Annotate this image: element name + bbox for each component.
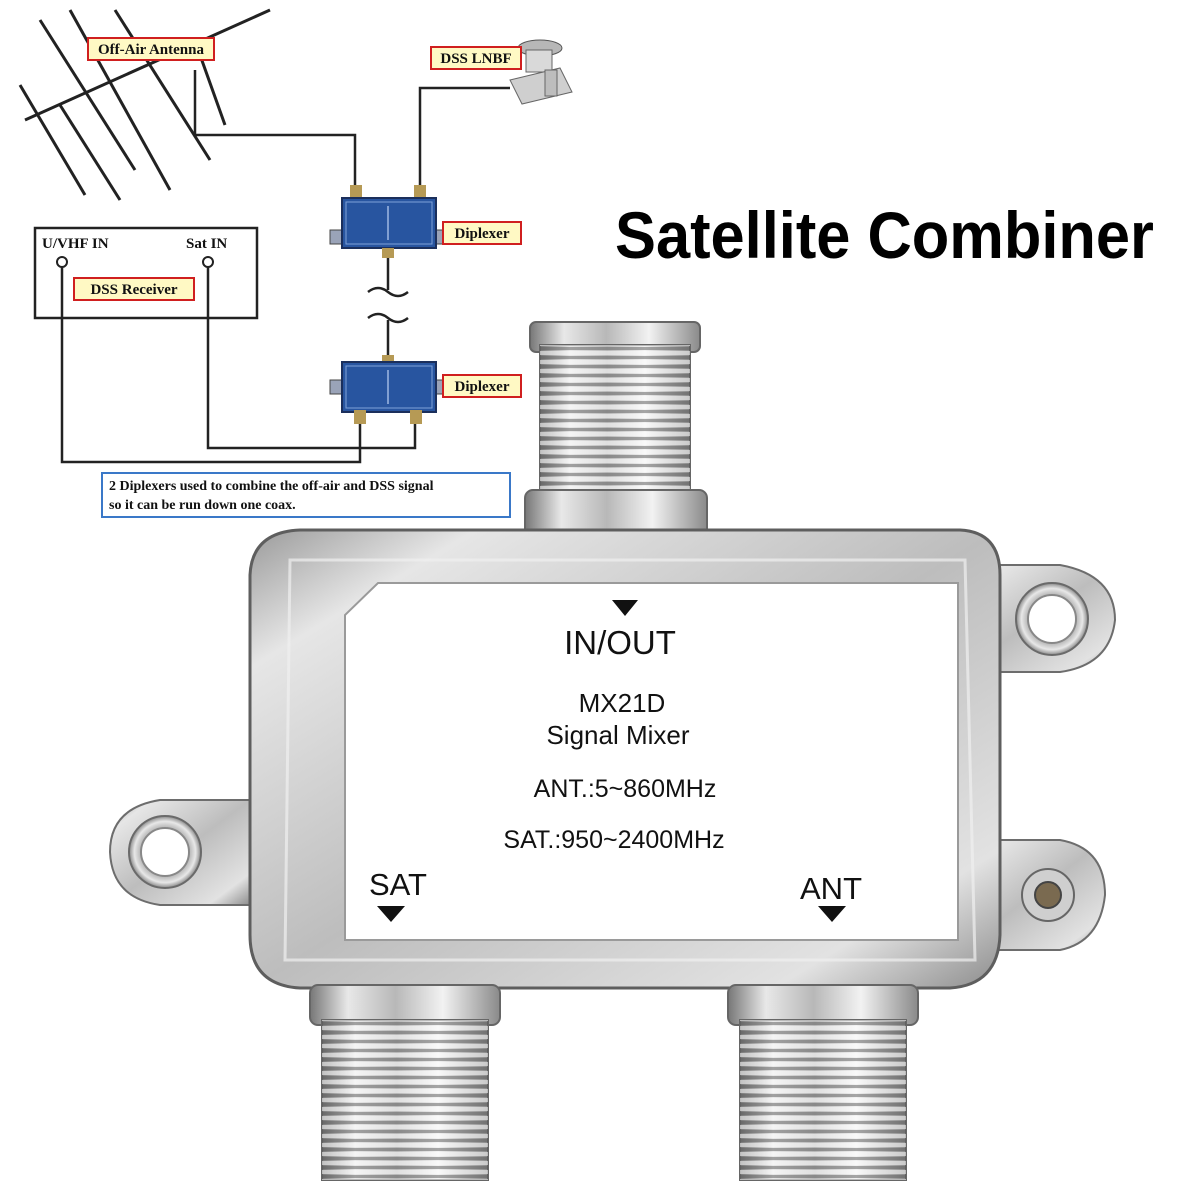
ant-frequency-spec: ANT.:5~860MHz (534, 775, 717, 803)
dss-receiver-label: DSS Receiver (73, 277, 195, 301)
dss-receiver-box (33, 226, 259, 320)
diplexer-bottom-text: Diplexer (455, 379, 510, 395)
sat-arrow-icon (377, 906, 405, 922)
dss-receiver-text: DSS Receiver (90, 282, 177, 298)
lnbf-icon (509, 39, 573, 105)
diplexer-top-icon (329, 185, 448, 258)
product-name: Signal Mixer (546, 720, 689, 750)
antenna-drawing (18, 8, 271, 201)
model-number: MX21D (579, 688, 666, 718)
ant-port (727, 984, 919, 1181)
in-out-port (524, 321, 708, 541)
diplexer-top-text: Diplexer (455, 226, 510, 242)
dss-lnbf-text: DSS LNBF (440, 51, 511, 67)
off-air-antenna-text: Off-Air Antenna (98, 42, 204, 58)
note-line-1: 2 Diplexers used to combine the off-air … (109, 479, 434, 494)
sat-in-text: Sat IN (186, 236, 227, 252)
ant-arrow-icon (818, 906, 846, 922)
off-air-antenna-label: Off-Air Antenna (87, 37, 215, 61)
coax-wires (60, 70, 510, 464)
diagram-note: 2 Diplexers used to combine the off-air … (101, 472, 511, 518)
note-line-2: so it can be run down one coax. (109, 498, 296, 513)
diplexer-top-label: Diplexer (442, 221, 522, 245)
in-out-arrow-icon (612, 600, 638, 616)
page-title: Satellite Combiner (615, 198, 1154, 272)
dss-lnbf-label: DSS LNBF (430, 46, 522, 70)
diplexer-bottom-label: Diplexer (442, 374, 522, 398)
sat-in-port-icon (202, 256, 214, 268)
signal-mixer-device: IN/OUT MX21D Signal Mixer ANT.:5~860MHz … (108, 321, 1117, 1181)
sat-port (309, 984, 501, 1181)
in-out-label: IN/OUT (564, 624, 676, 661)
mounting-ear-left-bottom (108, 799, 251, 906)
uvhf-in-text: U/VHF IN (42, 236, 109, 252)
device-label-plate (344, 582, 959, 941)
sat-frequency-spec: SAT.:950~2400MHz (503, 826, 724, 854)
wiring-diagram: Off-Air Antenna DSS LNBF Diplexer Diplex… (18, 8, 573, 518)
sat-port-label: SAT (369, 867, 427, 902)
diplexer-bottom-icon (329, 355, 448, 424)
uvhf-in-port-icon (56, 256, 68, 268)
ant-port-label: ANT (800, 871, 862, 906)
